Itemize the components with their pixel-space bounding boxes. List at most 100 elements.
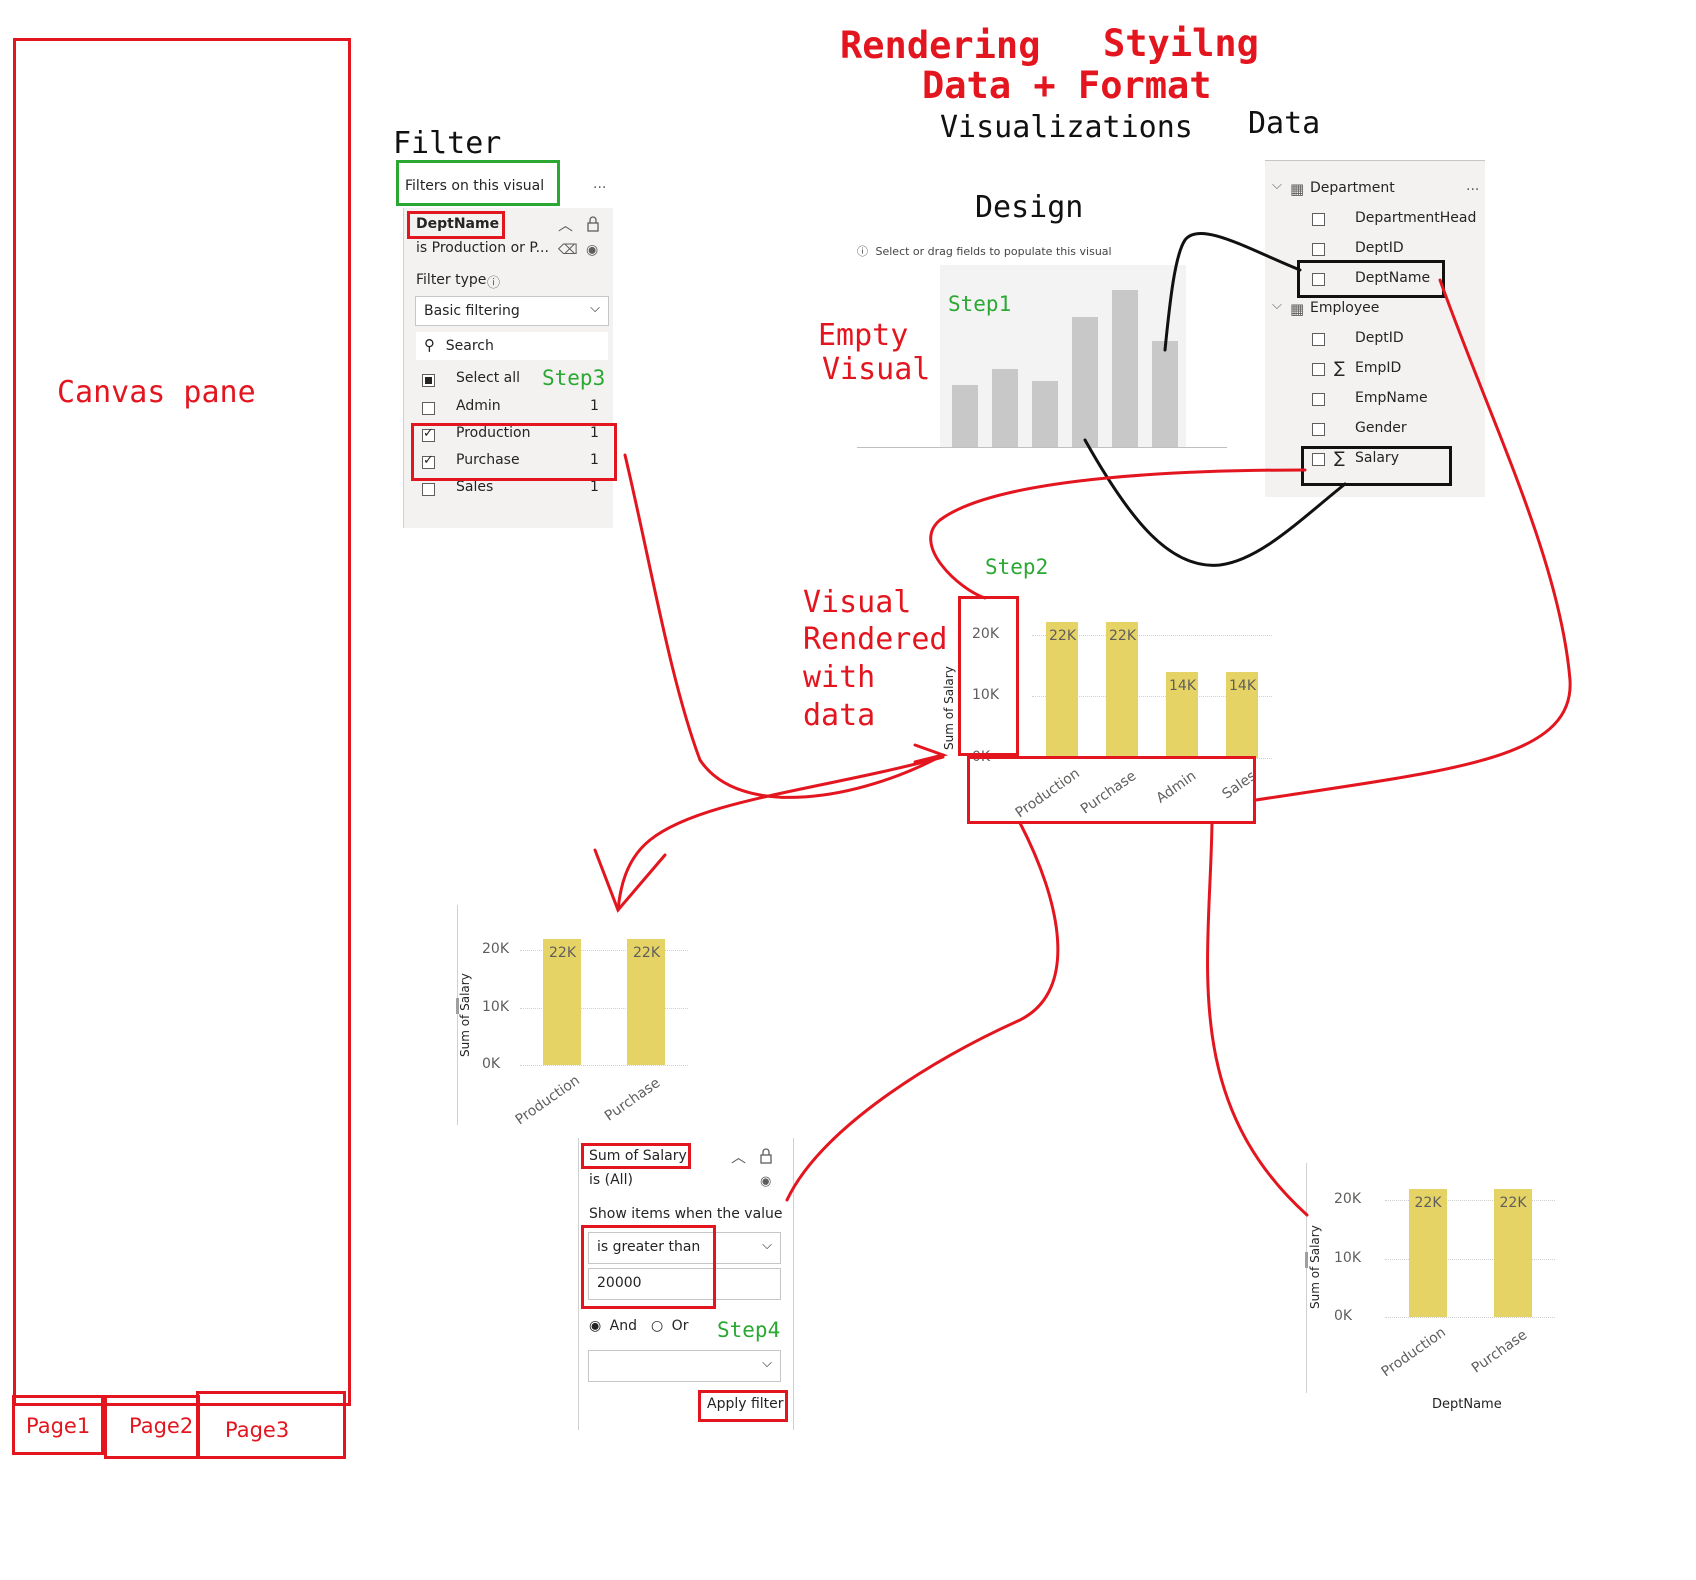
field-checkbox[interactable] — [1312, 393, 1325, 406]
placeholder-bar — [1152, 341, 1178, 448]
table-name: Employee — [1310, 300, 1380, 316]
bar[interactable] — [1046, 622, 1078, 758]
field-node[interactable]: Gender — [1312, 420, 1472, 442]
heading-styling: Styilng — [1103, 22, 1259, 65]
field-node[interactable]: DeptID — [1312, 240, 1472, 262]
red-arrow-xaxis-to-final — [1206, 821, 1309, 1217]
chevron-down-icon[interactable]: ⌵ — [1272, 298, 1282, 313]
page-tab-1-label: Page1 — [26, 1414, 91, 1438]
gridline — [1032, 634, 1272, 636]
bar[interactable] — [1106, 622, 1138, 758]
bar[interactable] — [1408, 1188, 1447, 1317]
field-checkbox[interactable] — [1312, 243, 1325, 256]
field-name: Gender — [1355, 420, 1407, 436]
x-axis-highlight — [967, 756, 1256, 824]
filter-item-checkbox[interactable] — [422, 402, 435, 415]
bar[interactable] — [627, 938, 665, 1065]
data-label: 14K — [1169, 677, 1196, 694]
field-node[interactable]: DepartmentHead — [1312, 210, 1476, 232]
eye-icon[interactable]: ◉ — [760, 1174, 772, 1189]
bar[interactable] — [1493, 1188, 1532, 1317]
filter-item-label: Production — [456, 425, 531, 441]
value-filter-field[interactable]: Sum of Salary — [589, 1148, 687, 1164]
field-node[interactable]: DeptID — [1312, 330, 1472, 352]
table-node[interactable]: ⌵▦Employee — [1270, 298, 1470, 322]
second-condition-select[interactable]: ⌵ — [588, 1350, 781, 1382]
heading-rendering: Rendering — [840, 24, 1041, 67]
filter-item-count: 1 — [590, 452, 599, 468]
eraser-icon[interactable]: ⌫ — [558, 242, 578, 258]
filters-on-visual-header — [396, 160, 560, 206]
lock-icon[interactable] — [759, 1148, 773, 1164]
field-checkbox[interactable] — [1312, 363, 1325, 376]
filter-item-checkbox[interactable] — [422, 426, 435, 442]
chevron-up-icon[interactable]: ︿ — [558, 216, 574, 234]
chart2-left-border — [457, 905, 458, 1125]
black-arrow-salary — [1083, 438, 1347, 567]
chart3-scroll-handle[interactable] — [1305, 1252, 1308, 1268]
data-label: 22K — [1414, 1194, 1442, 1211]
page-tab-1[interactable] — [12, 1395, 104, 1455]
heading-filter: Filter — [393, 126, 502, 161]
empty-visual-hint-row: ⓘ Select or drag fields to populate this… — [857, 243, 1112, 259]
field-node[interactable]: ∑Salary — [1312, 448, 1472, 472]
filter-item-checkbox[interactable] — [422, 374, 435, 387]
field-checkbox[interactable] — [1312, 423, 1325, 436]
filter-item-count: 1 — [590, 425, 599, 441]
field-checkbox[interactable] — [1312, 453, 1325, 466]
filter-field-name[interactable]: DeptName — [416, 216, 500, 232]
field-checkbox[interactable] — [1312, 213, 1325, 226]
condition-select[interactable]: is greater than ⌵ — [588, 1232, 781, 1264]
and-radio[interactable]: ◉ And — [589, 1318, 637, 1334]
field-node[interactable]: EmpName — [1312, 390, 1472, 412]
table-node[interactable]: ⌵▦Department — [1270, 178, 1470, 202]
bar[interactable] — [1166, 671, 1198, 758]
field-node[interactable]: DeptName — [1312, 270, 1472, 292]
page-tab-3-label: Page3 — [225, 1418, 290, 1442]
chevron-down-icon[interactable]: ⌵ — [1272, 178, 1282, 193]
chevron-up-icon[interactable]: ︿ — [731, 1148, 747, 1166]
filter-item-checkbox[interactable] — [422, 483, 435, 496]
or-radio[interactable]: ○ Or — [651, 1318, 688, 1334]
filter-item[interactable]: Select all — [420, 370, 610, 392]
page-tab-3[interactable] — [196, 1391, 346, 1459]
y-tick-label: 10K — [1334, 1249, 1361, 1266]
field-checkbox[interactable] — [1312, 273, 1325, 286]
y-tick-label: 20K — [1334, 1191, 1361, 1208]
apply-filter-button[interactable]: Apply filter — [707, 1396, 784, 1412]
filters-on-visual-label: Filters on this visual — [405, 178, 545, 194]
filter-type-value: Basic filtering — [424, 303, 520, 319]
y-tick-label: 0K — [1334, 1308, 1353, 1324]
filter-type-select[interactable]: Basic filtering ⌵ — [415, 296, 609, 326]
field-checkbox[interactable] — [1312, 333, 1325, 346]
field-name: EmpName — [1355, 390, 1428, 406]
chevron-down-icon: ⌵ — [762, 1238, 772, 1253]
value-input[interactable]: 20000 — [588, 1268, 781, 1300]
chart2-scroll-handle[interactable] — [456, 998, 459, 1014]
value-input-text: 20000 — [597, 1275, 642, 1291]
filter-item[interactable]: Production 1 — [420, 425, 610, 447]
field-node[interactable]: ∑EmpID — [1312, 358, 1472, 382]
red-arrow-deptname-to-xaxis — [1254, 278, 1572, 802]
data-label: 22K — [633, 944, 660, 961]
gridline — [520, 1007, 688, 1009]
salary-field-highlight — [1301, 446, 1452, 486]
lock-icon[interactable] — [586, 216, 600, 232]
canvas-pane — [13, 38, 351, 1406]
filter-item-checkbox[interactable] — [422, 453, 435, 469]
filter-search-input[interactable]: ⚲ Search — [415, 331, 609, 361]
bar[interactable] — [1226, 671, 1258, 758]
bar[interactable] — [543, 938, 581, 1065]
filter-more-button[interactable]: ... — [593, 176, 607, 192]
filter-summary: is Production or P... — [416, 240, 549, 256]
data-more-button[interactable]: ... — [1466, 178, 1480, 194]
eye-icon[interactable]: ◉ — [586, 242, 599, 258]
red-arrow-xaxis-to-valuefilter — [785, 821, 1060, 1202]
selected-values-box — [411, 423, 617, 481]
